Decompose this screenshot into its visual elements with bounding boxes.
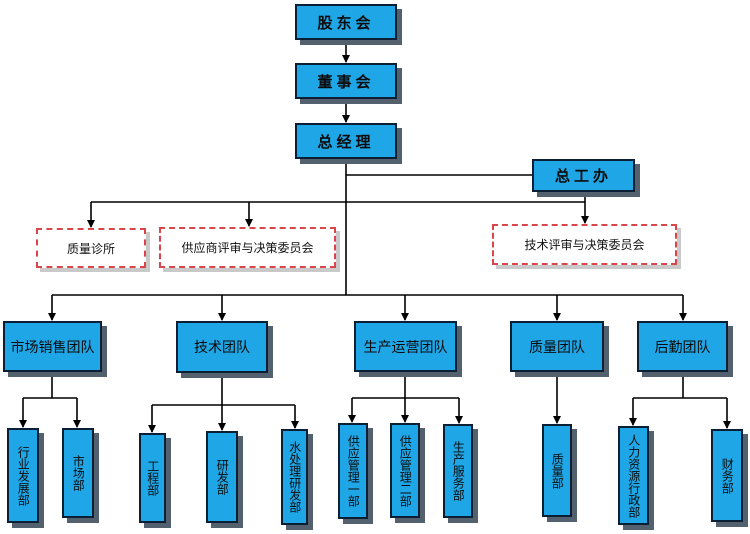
dept-supply-management-1: 供应管理一部 <box>338 423 368 519</box>
supplier-review-committee-box: 供应商评审与决策委员会 <box>159 227 336 268</box>
general-engineer-office-box: 总工办 <box>532 159 635 192</box>
dept-engineering: 工程部 <box>139 433 166 523</box>
board-box: 董事会 <box>295 63 397 99</box>
dept-supply-management-2: 供应管理二部 <box>390 423 420 518</box>
dept-water-treatment-rd: 水处理研发部 <box>281 429 308 525</box>
dept-finance: 财务部 <box>711 429 743 522</box>
tech-review-committee-box: 技术评审与决策委员会 <box>492 224 677 265</box>
dept-research-development: 研发部 <box>206 431 238 523</box>
team-marketing-sales: 市场销售团队 <box>3 321 102 372</box>
shareholders-box: 股东会 <box>295 4 397 40</box>
dept-industry-development: 行业发展部 <box>7 428 39 523</box>
dept-quality: 质量部 <box>542 424 572 517</box>
team-logistics: 后勤团队 <box>637 321 728 372</box>
quality-clinic-box: 质量诊所 <box>36 228 146 268</box>
dept-market: 市场部 <box>62 428 94 518</box>
team-quality: 质量团队 <box>510 321 604 372</box>
general-manager-box: 总经理 <box>295 123 397 159</box>
dept-production-service: 生产服务部 <box>443 424 473 518</box>
team-production-operations: 生产运营团队 <box>354 321 457 372</box>
dept-hr-administration: 人力资源行政部 <box>618 426 649 525</box>
team-technology: 技术团队 <box>176 321 268 373</box>
